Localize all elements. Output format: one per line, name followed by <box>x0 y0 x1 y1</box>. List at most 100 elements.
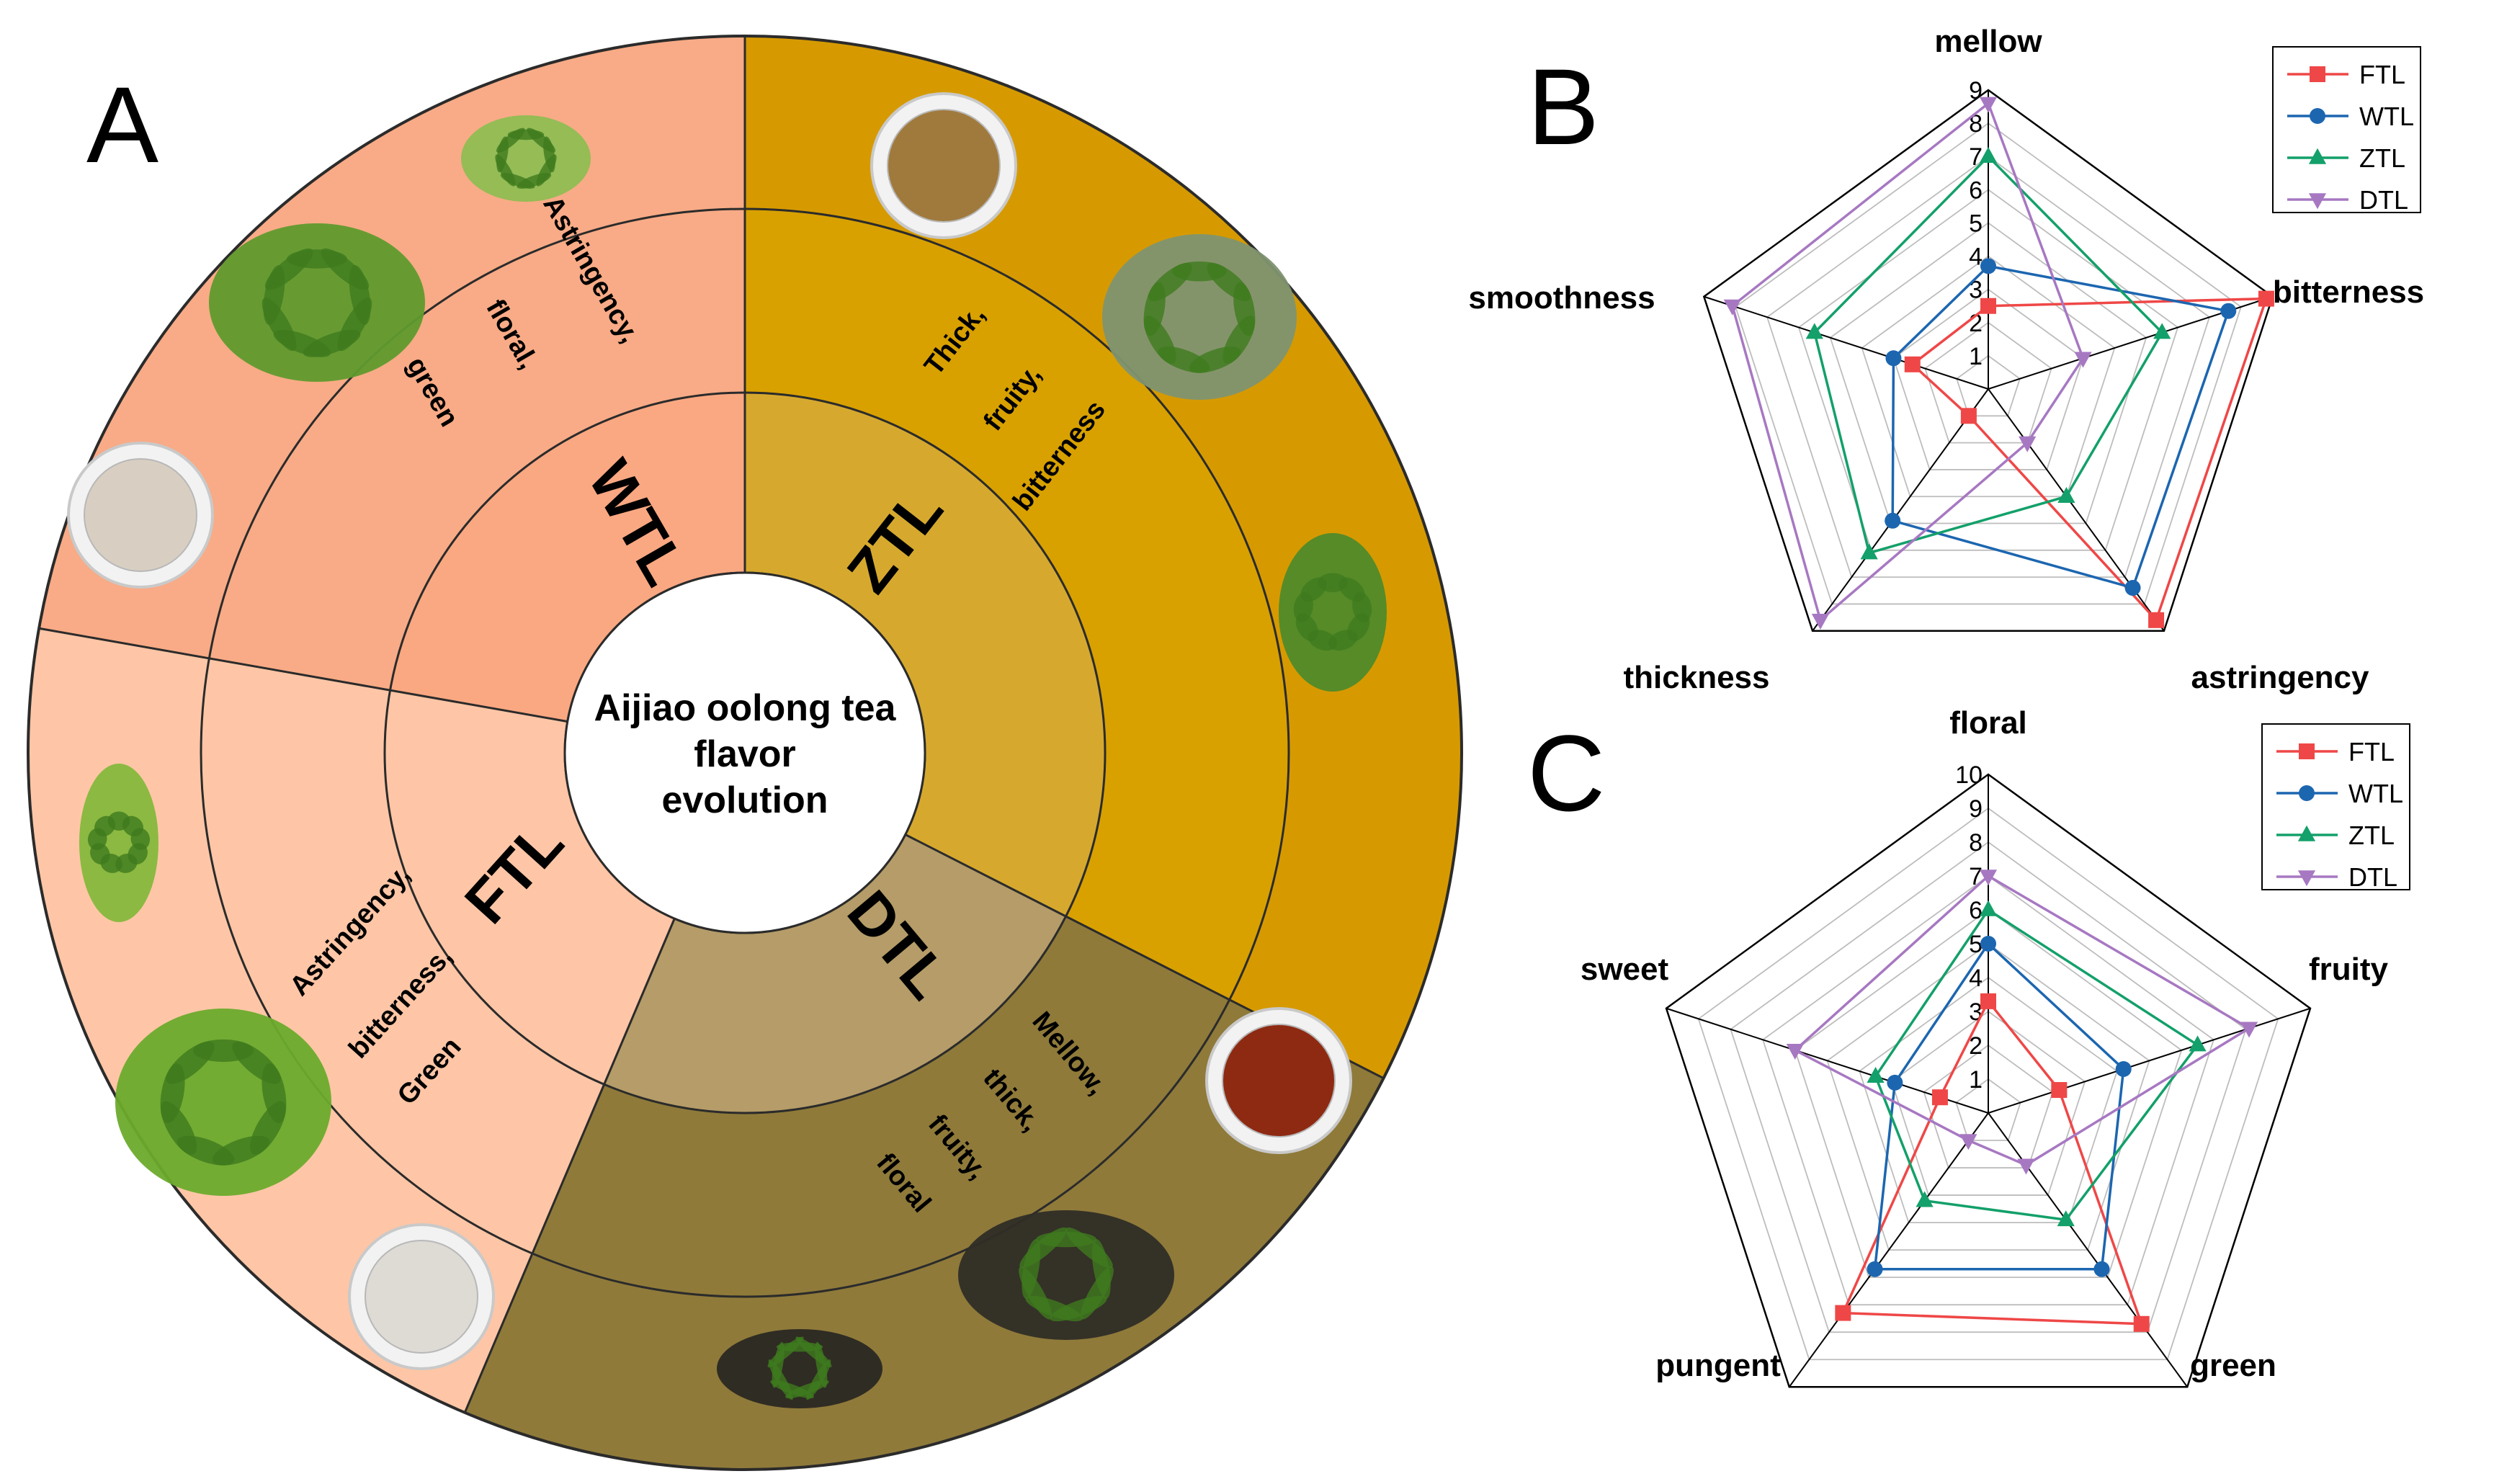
radar-data-point <box>2115 1061 2132 1077</box>
wheel-divider <box>463 918 676 1413</box>
legend-entry-label: WTL <box>2348 779 2403 808</box>
wheel-center-title: evolution <box>661 779 828 821</box>
radar-tick-label: 2 <box>1969 310 1983 337</box>
tea-cup-image <box>348 1223 495 1370</box>
radar-grid-ring <box>1826 942 2150 1251</box>
legend-entry-label: WTL <box>2359 102 2414 131</box>
radar-data-point <box>1979 900 1998 916</box>
radar-data-point <box>2189 1035 2207 1052</box>
radar-series-line <box>1792 874 2252 1167</box>
legend-entry-label: ZTL <box>2348 821 2395 850</box>
wheel-center <box>563 571 926 934</box>
radar-data-point <box>2051 1082 2068 1099</box>
radar-data-point <box>1980 298 1996 314</box>
radar-data-point <box>2299 743 2315 759</box>
legend-entry-label: FTL <box>2359 60 2405 89</box>
inner-ring-sector <box>390 393 745 722</box>
legend-entry-label: DTL <box>2348 862 2397 892</box>
radar-grid-ring <box>1955 1078 2021 1141</box>
radar-series-ftl <box>1835 993 2150 1332</box>
middle-ring-sector <box>745 209 1289 1000</box>
tea-cup-image <box>870 92 1017 239</box>
radar-data-point <box>1980 936 1996 952</box>
radar-data-point <box>2240 1022 2258 1038</box>
radar-series-dtl <box>1723 97 2092 630</box>
radar-data-point <box>2299 785 2315 801</box>
radar-tick-label: 7 <box>1969 143 1983 171</box>
radar-spoke <box>1788 1112 1989 1387</box>
flavor-wheel: Aijiao oolong teaflavorevolutionWTLAstri… <box>27 35 1463 1471</box>
radar-axis-label: fruity <box>2309 952 2389 987</box>
radar-data-point <box>1931 1089 1948 1106</box>
radar-series-line <box>1841 998 2144 1326</box>
radar-grid-ring <box>1697 807 2279 1361</box>
radar-grid-ring <box>1829 222 2147 524</box>
radar-data-point <box>1980 258 1996 274</box>
radar-grid-ring <box>1890 1010 2086 1196</box>
radar-data-point <box>1885 512 1901 529</box>
radar-data-point <box>1916 1191 1934 1207</box>
dark-tea-leaves-image <box>958 1210 1174 1340</box>
radar-grid-ring <box>1665 773 2312 1388</box>
outer-ring-sector <box>465 999 1384 1470</box>
radar-grid-ring <box>1794 908 2183 1279</box>
dark-tea-strips-image <box>717 1329 882 1408</box>
radar-data-point <box>2220 303 2237 319</box>
radar-data-point <box>1867 1261 1883 1277</box>
radar-data-point <box>2258 290 2274 307</box>
radar-data-point <box>2124 580 2141 596</box>
outer-ring-sector <box>39 36 746 658</box>
wheel-center-title: flavor <box>694 733 796 775</box>
radar-tick-label: 6 <box>1969 176 1983 204</box>
radar-tick-label: 2 <box>1969 1032 1983 1060</box>
radar-spoke <box>1704 295 1989 390</box>
radar-axis-label: astringency <box>2191 660 2370 695</box>
radar-grid-ring <box>1859 976 2118 1223</box>
radar-series-line <box>1730 101 2085 622</box>
middle-ring-sector <box>201 658 604 1253</box>
radar-series-ftl <box>1904 290 2274 628</box>
radar-data-point <box>2297 825 2316 841</box>
radar-tick-label: 1 <box>1969 343 1983 370</box>
radar-data-point <box>2133 1315 2150 1332</box>
legend-entry-label: ZTL <box>2359 143 2405 173</box>
radar-data-point <box>1867 1066 1885 1083</box>
radar-tick-label: 10 <box>1955 761 1983 789</box>
radar-series-ztl <box>1805 147 2171 560</box>
radar-data-point <box>1887 1074 1903 1091</box>
radar-series-line <box>1874 908 2200 1222</box>
radar-series-line <box>1891 264 2230 590</box>
radar-grid-ring <box>1924 321 2052 444</box>
radar-axis-label: bitterness <box>2273 274 2424 310</box>
radar-c-legend: FTL WTL ZTL DTL <box>2261 723 2410 892</box>
radar-data-point <box>1860 543 1878 560</box>
radar-grid-ring <box>1735 122 2242 605</box>
radar-tick-label: 4 <box>1969 965 1983 992</box>
radar-data-point <box>2057 1210 2075 1227</box>
radar-data-point <box>2057 487 2075 504</box>
radar-data-point <box>2308 193 2327 210</box>
radar-series-ztl <box>1867 900 2207 1227</box>
radar-data-point <box>1723 299 1741 316</box>
radar-data-point <box>2017 1158 2035 1175</box>
radar-data-point <box>1786 1044 1804 1060</box>
tea-sprig-image <box>1279 533 1387 692</box>
radar-axis-label: floral <box>1949 705 2027 741</box>
radar-series-line <box>1813 154 2164 555</box>
panel-letter-c: C <box>1527 712 1605 833</box>
radar-data-point <box>2019 436 2037 452</box>
panel-letter-b: B <box>1527 46 1599 167</box>
radar-tick-label: 6 <box>1969 897 1983 924</box>
radar-data-point <box>1979 147 1998 164</box>
tea-cup-image <box>1205 1007 1352 1154</box>
radar-tick-label: 5 <box>1969 210 1983 237</box>
middle-ring-sector <box>532 916 1230 1297</box>
tea-bud-image <box>79 764 158 922</box>
inner-ring-sector <box>385 690 675 1085</box>
legend-entry-label: FTL <box>2348 737 2395 766</box>
panel-c-radar-chart: C 12345678910floralfruitygreenpungentswe… <box>1527 705 2410 1388</box>
radar-series-line <box>1910 297 2269 623</box>
radar-axis-label: green <box>2190 1348 2276 1383</box>
